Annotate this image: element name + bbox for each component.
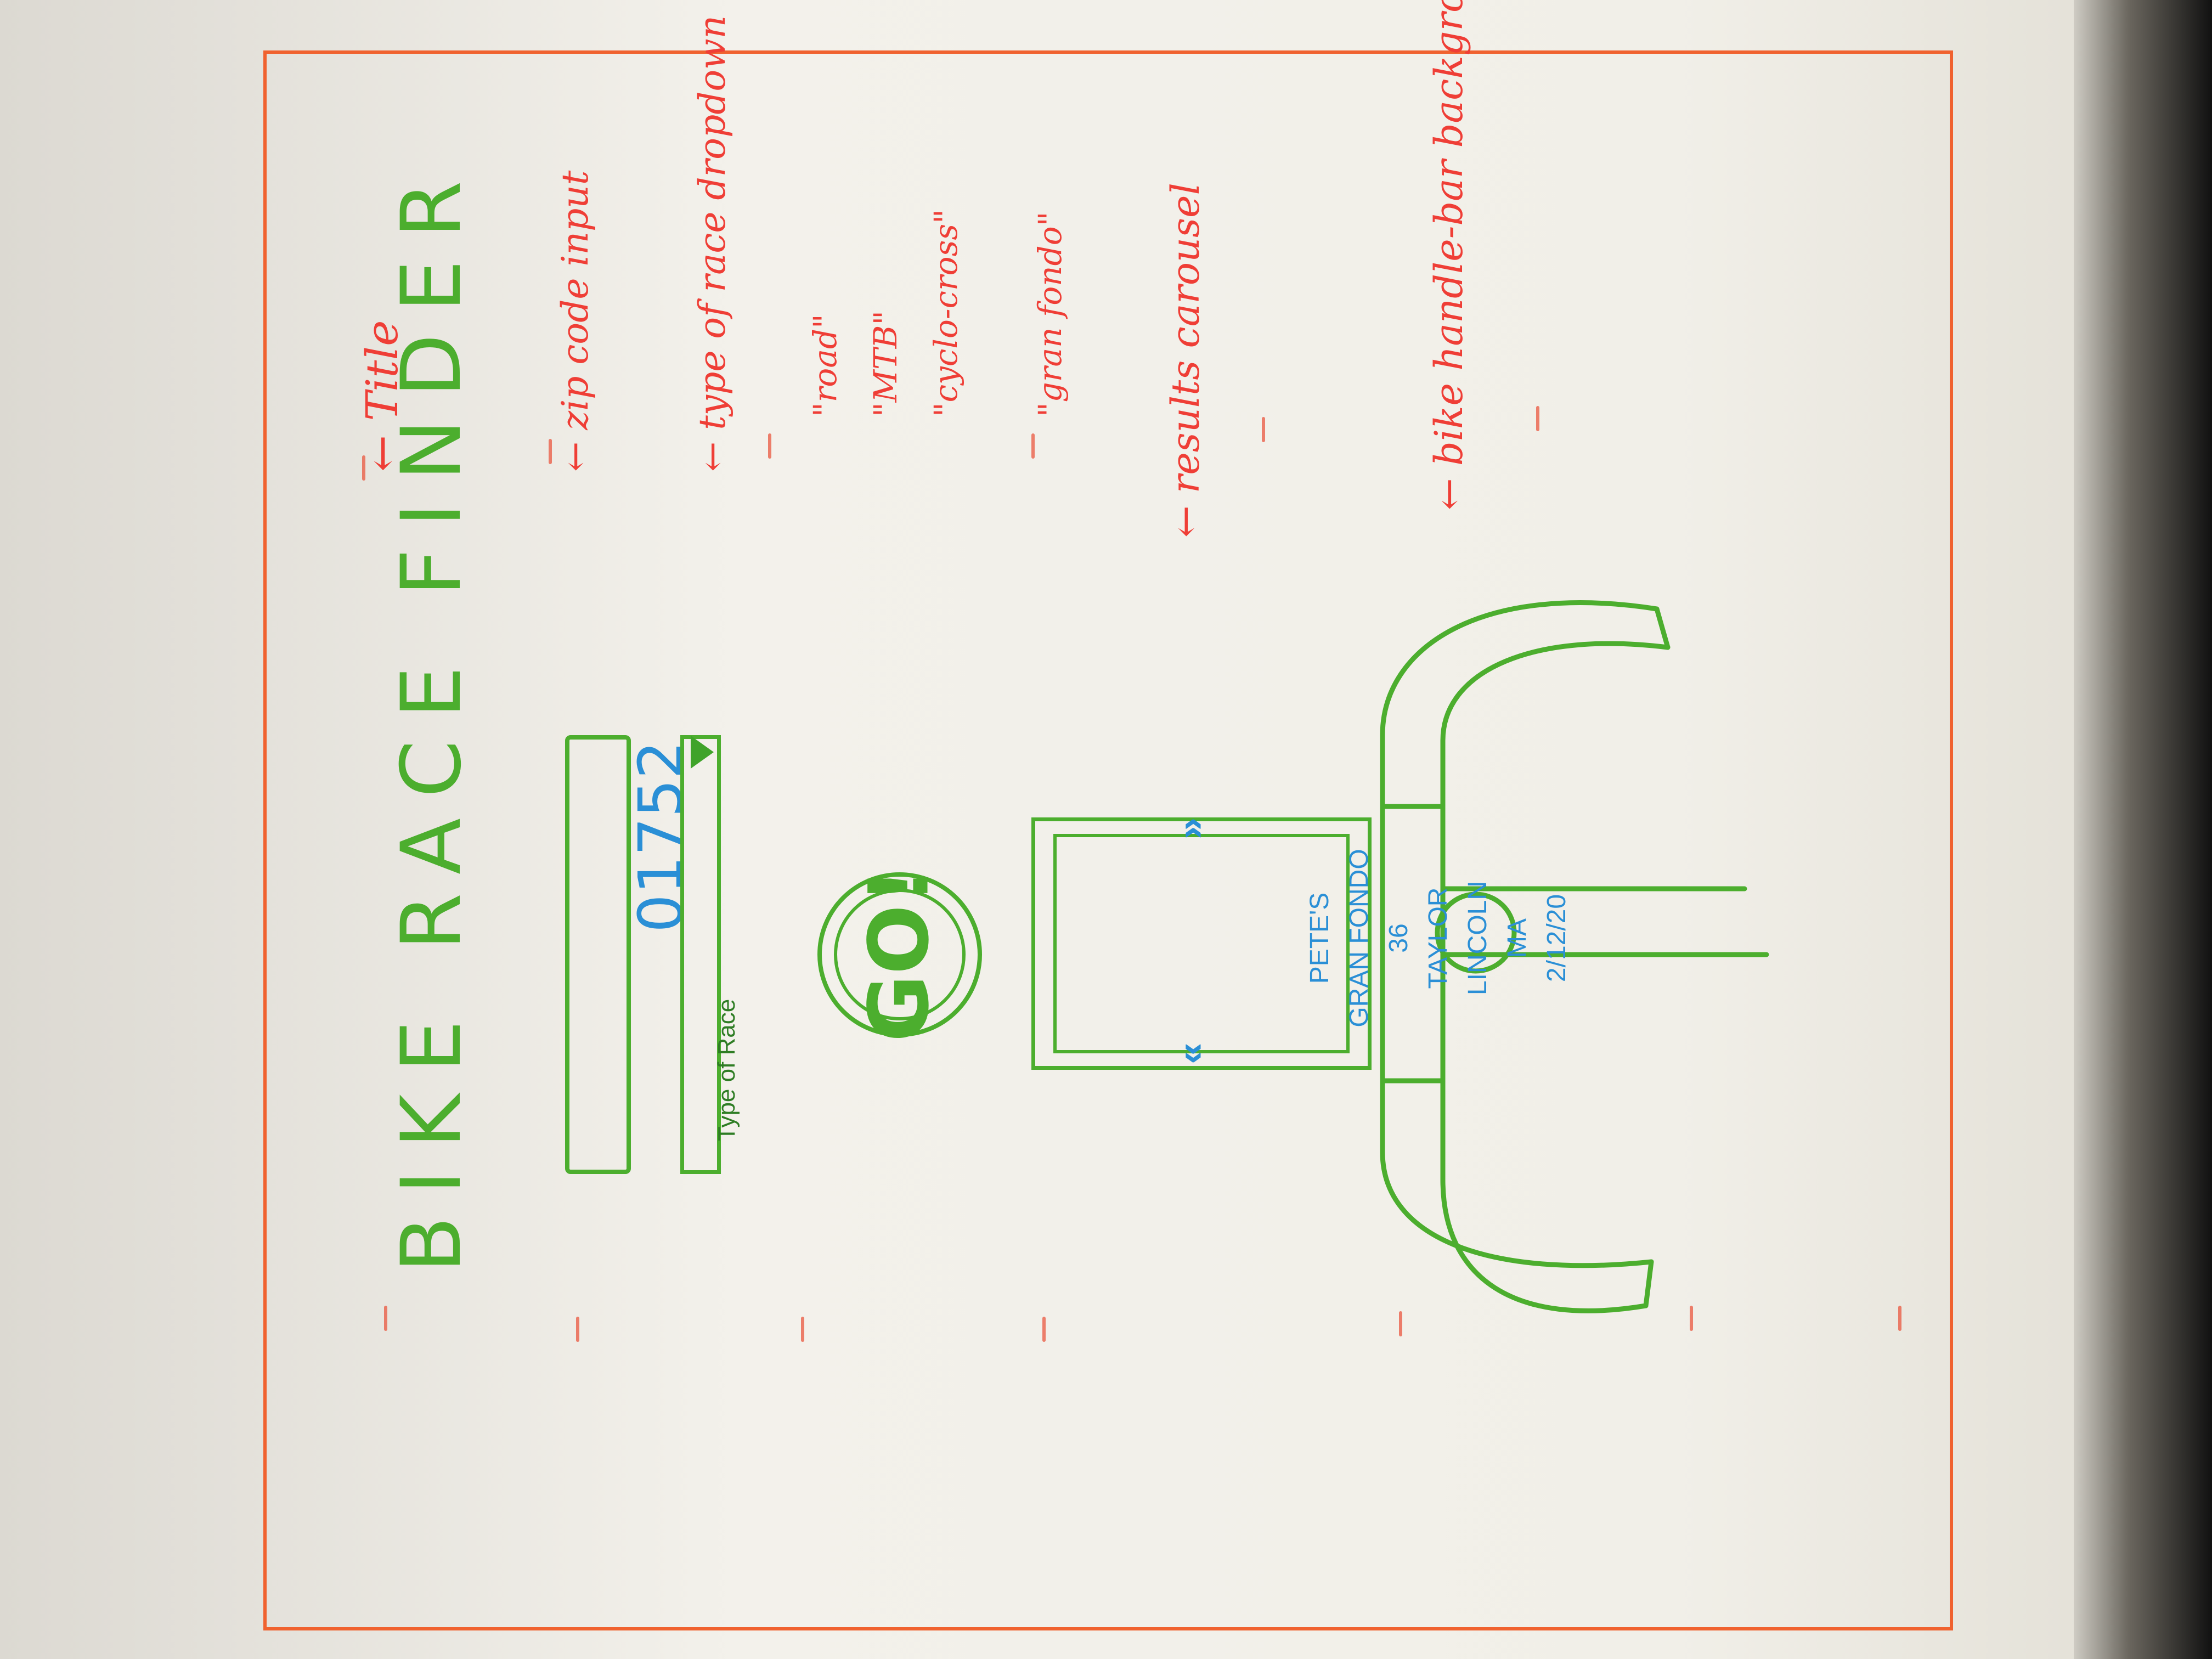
annotation-zip: ← zip code input [554,170,596,472]
race-address-number: 36 [1384,923,1413,953]
annotation-option-granfondo: "gran fondo" [1031,211,1069,417]
carousel-card-text: PETE'S GRAN FONDO 36 TAYLOR LINCOLN MA 2… [1300,839,1577,1037]
ruled-tick [768,433,771,459]
annotation-option-mtb: "MTB" [867,310,904,417]
carousel-card[interactable] [1053,834,1350,1053]
paper-background [0,0,2096,1659]
ruled-tick [549,439,552,464]
annotation-background: ← bike handle-bar background [1426,0,1471,510]
annotation-results: ← results carousel [1163,183,1208,538]
race-type-dropdown[interactable] [680,735,721,1174]
app-frame [263,50,1953,1630]
ruled-tick [576,1317,579,1342]
carousel-prev-icon[interactable]: « [1169,1042,1212,1064]
annotation-option-road: "road" [806,314,844,417]
ruled-tick [801,1317,804,1342]
ruled-tick [362,455,365,481]
ruled-tick [1042,1317,1046,1342]
zip-code-input[interactable] [565,735,631,1174]
ruled-tick [1031,433,1035,459]
ruled-tick [384,1306,387,1331]
annotation-dropdown: ← type of race dropdown [691,15,733,472]
ruled-tick [1898,1306,1901,1331]
race-name-line2: GRAN FONDO [1345,849,1374,1028]
chevron-down-icon[interactable] [691,736,714,769]
annotation-title: ← Title [357,320,408,472]
race-name-line1: PETE'S [1305,892,1334,984]
ruled-tick [1262,417,1265,442]
go-button-label: GO! [852,867,948,1042]
desk-shadow [2074,0,2212,1659]
race-state: MA [1503,918,1532,958]
ruled-tick [1536,406,1539,431]
ruled-tick [1690,1306,1693,1331]
race-address-street: TAYLOR [1424,887,1453,989]
annotation-option-cyclocross: "cyclo-cross" [927,209,964,417]
race-city: LINCOLN [1463,881,1492,996]
carousel-next-icon[interactable]: » [1169,817,1212,839]
race-date: 2/12/20 [1542,894,1571,983]
results-carousel [1031,817,1372,1070]
go-button[interactable]: GO! [817,867,982,1042]
race-type-dropdown-label: Type of Race [713,998,740,1141]
ruled-tick [1399,1311,1402,1336]
